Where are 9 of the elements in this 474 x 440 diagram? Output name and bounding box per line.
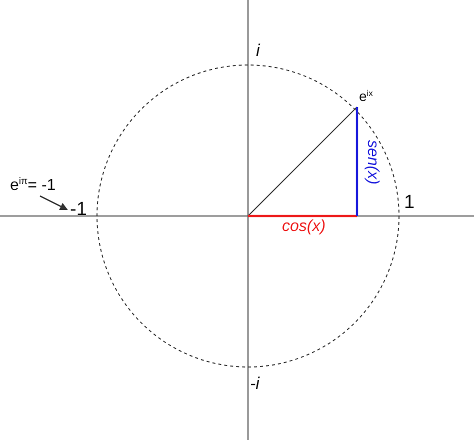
arrow <box>40 195 68 210</box>
point-label: e$^{ix}$ <box>359 89 373 104</box>
axis-label: i <box>256 42 260 59</box>
axis-tick-label: 1 <box>404 193 415 212</box>
axis-tick-label: -1 <box>70 200 87 219</box>
axis-label: -i <box>250 375 260 392</box>
sine-label: sen(x) <box>364 140 380 184</box>
cosine-label: cos(x) <box>282 219 326 235</box>
equation-label: e$^{iπ}$= -1 <box>10 177 56 194</box>
